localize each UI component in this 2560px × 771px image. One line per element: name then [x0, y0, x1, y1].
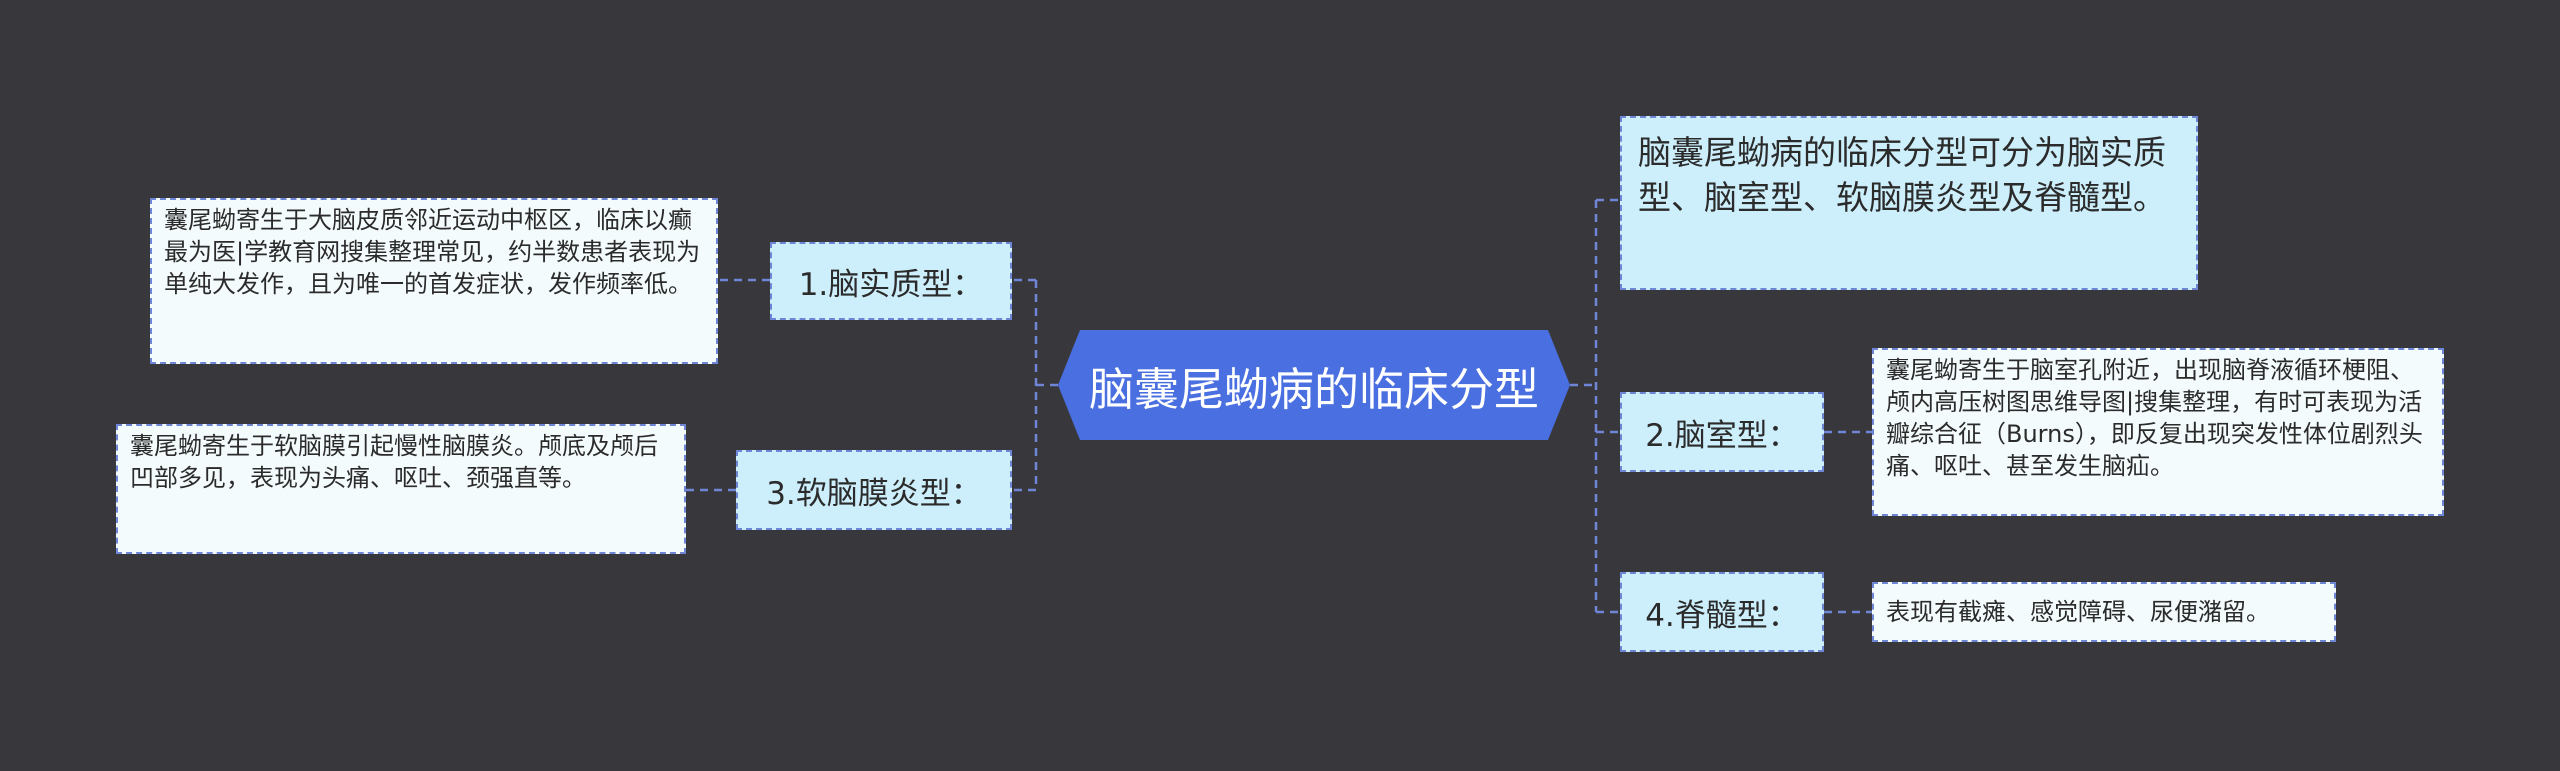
summary-node[interactable]: 脑囊尾蚴病的临床分型可分为脑实质型、脑室型、软脑膜炎型及脊髓型。	[1620, 116, 2198, 290]
branch-node-parenchymal[interactable]: 1.脑实质型：	[770, 242, 1012, 320]
branch-label: 2.脑室型：	[1645, 417, 1799, 454]
detail-text: 囊尾蚴寄生于大脑皮质邻近运动中枢区，临床以癫最为医|学教育网搜集整理常见，约半数…	[164, 206, 701, 298]
detail-node-spinal[interactable]: 表现有截瘫、感觉障碍、尿便潴留。	[1872, 582, 2336, 642]
detail-node-parenchymal[interactable]: 囊尾蚴寄生于大脑皮质邻近运动中枢区，临床以癫最为医|学教育网搜集整理常见，约半数…	[150, 198, 718, 364]
branch-node-ventricular[interactable]: 2.脑室型：	[1620, 392, 1824, 472]
summary-text: 脑囊尾蚴病的临床分型可分为脑实质型、脑室型、软脑膜炎型及脊髓型。	[1638, 133, 2166, 217]
detail-node-leptomeningeal[interactable]: 囊尾蚴寄生于软脑膜引起慢性脑膜炎。颅底及颅后凹部多见，表现为头痛、呕吐、颈强直等…	[116, 424, 686, 554]
branch-label: 3.软脑膜炎型：	[766, 475, 982, 512]
root-title: 脑囊尾蚴病的临床分型	[1088, 362, 1539, 416]
detail-text: 囊尾蚴寄生于软脑膜引起慢性脑膜炎。颅底及颅后凹部多见，表现为头痛、呕吐、颈强直等…	[130, 432, 658, 492]
branch-label: 1.脑实质型：	[798, 266, 984, 303]
root-node[interactable]: 脑囊尾蚴病的临床分型	[1058, 330, 1570, 440]
branch-label: 4.脊髓型：	[1645, 597, 1799, 634]
detail-text: 表现有截瘫、感觉障碍、尿便潴留。	[1886, 598, 2270, 626]
branch-node-leptomeningeal[interactable]: 3.软脑膜炎型：	[736, 450, 1012, 530]
detail-text: 囊尾蚴寄生于脑室孔附近，出现脑脊液循环梗阻、颅内高压树图思维导图|搜集整理，有时…	[1886, 356, 2423, 480]
branch-node-spinal[interactable]: 4.脊髓型：	[1620, 572, 1824, 652]
detail-node-ventricular[interactable]: 囊尾蚴寄生于脑室孔附近，出现脑脊液循环梗阻、颅内高压树图思维导图|搜集整理，有时…	[1872, 348, 2444, 516]
